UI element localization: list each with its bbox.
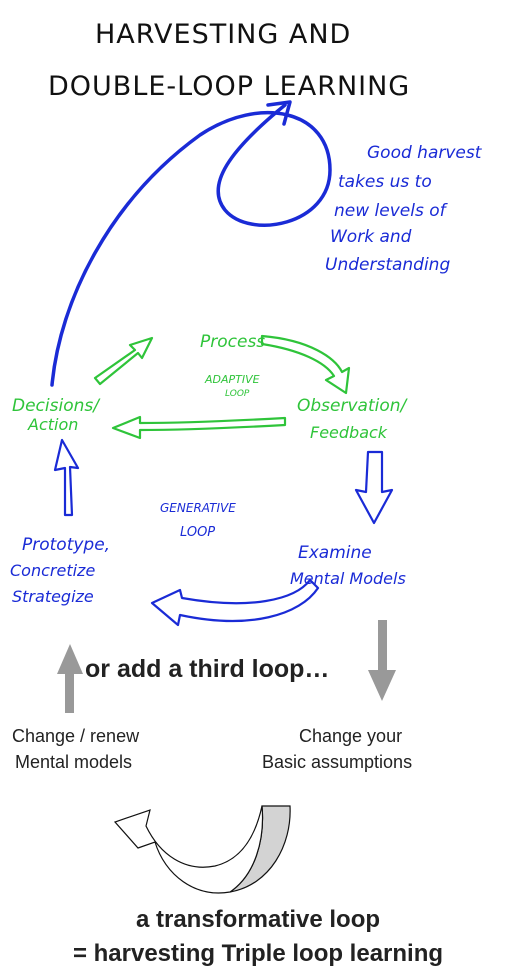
- label-mental-models: Mental Models: [290, 569, 406, 588]
- note-line-3: new levels of: [334, 201, 449, 221]
- title-line-2: DOUBLE-LOOP LEARNING: [48, 71, 410, 102]
- label-generative: GENERATIVE: [160, 501, 236, 515]
- label-adaptive-loop: LOOP: [225, 389, 250, 399]
- spiral-arrow: [50, 103, 332, 387]
- label-generative-loop: LOOP: [180, 525, 215, 540]
- footer-line-1: a transformative loop: [136, 906, 380, 933]
- third-loop-heading: or add a third loop…: [85, 655, 329, 683]
- label-prototype: Prototype,: [22, 535, 110, 555]
- label-action: Action: [27, 415, 78, 434]
- arrow-process-to-observation: [260, 334, 351, 395]
- adaptive-loop-arrows: [93, 334, 351, 440]
- label-feedback: Feedback: [310, 423, 388, 442]
- label-examine: Examine: [298, 543, 372, 563]
- curl-white-body: [113, 805, 264, 894]
- label-decisions: Decisions/: [12, 396, 101, 416]
- note-line-2: takes us to: [338, 172, 432, 192]
- note-line-5: Understanding: [325, 255, 450, 275]
- arrow-observation-to-decisions: [111, 415, 287, 440]
- arrow-examine-to-prototype: [150, 578, 320, 627]
- arrow-decisions-to-process: [93, 336, 154, 386]
- transformative-curl-arrow: [113, 805, 291, 894]
- label-adaptive: ADAPTIVE: [204, 373, 260, 386]
- gray-up-arrow: [57, 644, 83, 713]
- arrow-prototype-to-decisions: [53, 438, 80, 517]
- label-concretize: Concretize: [10, 561, 95, 580]
- note-line-4: Work and: [330, 227, 412, 247]
- gray-down-arrow: [368, 620, 396, 701]
- arrow-observation-to-examine: [354, 450, 394, 525]
- label-strategize: Strategize: [12, 587, 94, 606]
- spiral-arrowhead: [266, 100, 292, 126]
- label-basic-assumptions: Basic assumptions: [262, 752, 412, 772]
- label-mental-models-print: Mental models: [15, 752, 132, 772]
- harvest-note: Good harvest takes us to new levels of W…: [325, 143, 483, 275]
- label-process: Process: [200, 332, 265, 352]
- label-observation: Observation/: [297, 396, 409, 416]
- footer-line-2: = harvesting Triple loop learning: [73, 940, 443, 967]
- label-change-your: Change your: [299, 726, 402, 746]
- label-change-renew: Change / renew: [12, 726, 140, 746]
- title-line-1: HARVESTING AND: [95, 19, 351, 50]
- generative-loop-arrows: [53, 438, 394, 627]
- note-line-1: Good harvest: [367, 143, 483, 163]
- generative-loop-labels: GENERATIVE LOOP Prototype, Concretize St…: [10, 501, 406, 606]
- adaptive-loop-labels: Process ADAPTIVE LOOP Observation/ Feedb…: [12, 332, 409, 442]
